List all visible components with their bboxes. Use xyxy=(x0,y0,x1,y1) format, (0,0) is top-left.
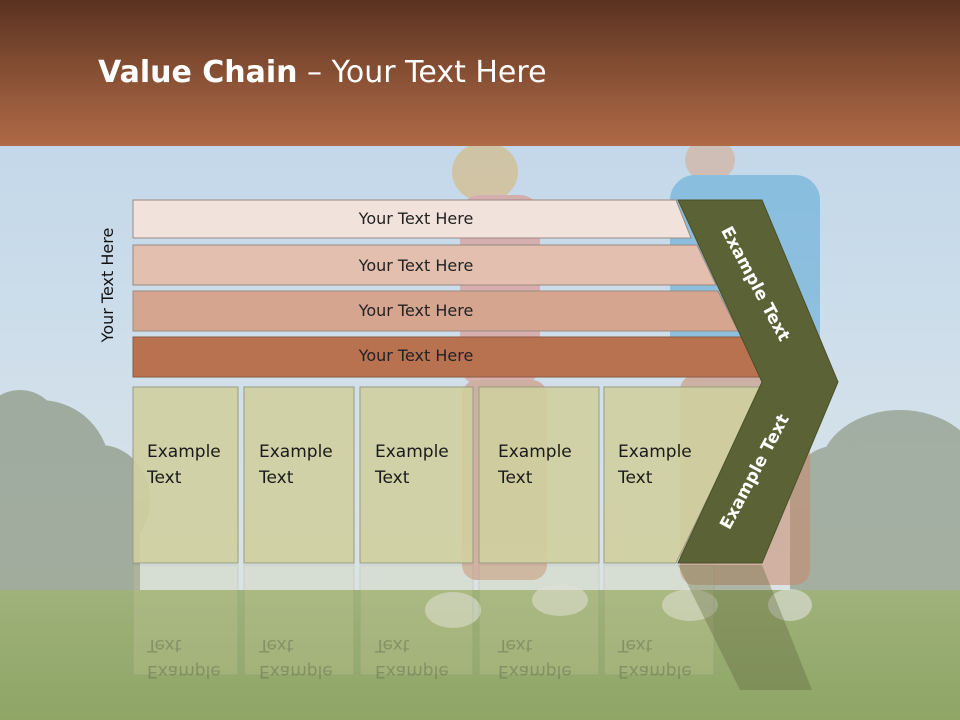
row-label-3: Your Text Here xyxy=(358,301,474,320)
trees-right xyxy=(790,410,960,600)
title-rest: – Your Text Here xyxy=(297,55,547,90)
row-bar-2 xyxy=(132,244,717,286)
chevron-reflection xyxy=(678,565,812,690)
row-label-2: Your Text Here xyxy=(358,256,474,275)
row-label-4: Your Text Here xyxy=(358,346,474,365)
value-cells xyxy=(132,386,763,564)
row-label-1: Your Text Here xyxy=(358,209,474,228)
chevron-arrow xyxy=(677,199,839,564)
title-bar xyxy=(0,0,960,146)
cell-3 xyxy=(359,386,474,564)
title-bold: Value Chain xyxy=(98,55,298,90)
page-title: Value Chain – Your Text Here xyxy=(98,55,547,90)
cell-2 xyxy=(243,386,355,564)
trees-left xyxy=(0,390,150,600)
row-bar-1 xyxy=(132,199,692,239)
vertical-label: Your Text Here xyxy=(98,227,117,343)
cell-4 xyxy=(478,386,600,564)
reflections xyxy=(132,564,715,676)
cell-1 xyxy=(132,386,239,564)
cell-5 xyxy=(603,386,763,564)
header-rows xyxy=(132,199,763,378)
